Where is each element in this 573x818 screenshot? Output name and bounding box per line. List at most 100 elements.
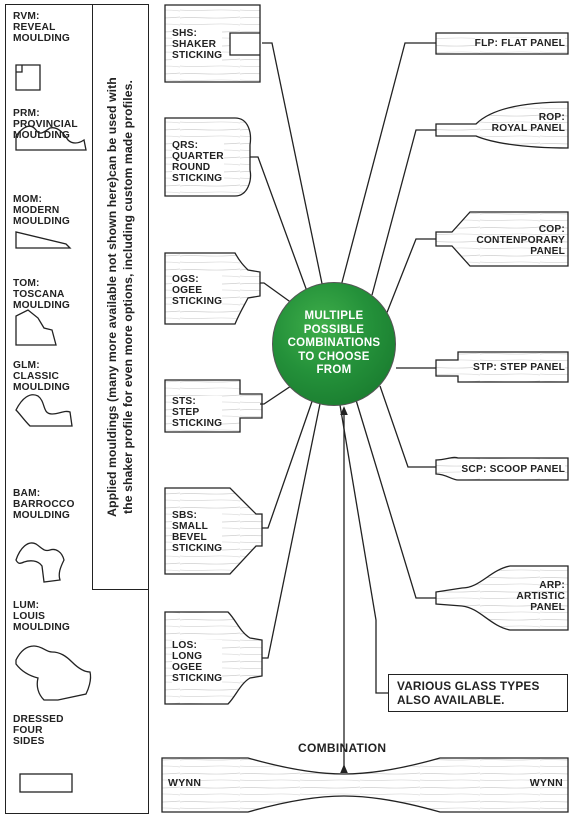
dressed-four-sides-profile	[19, 773, 73, 793]
moulding-name: MOULDING	[13, 33, 71, 44]
moulding-profiles	[15, 64, 92, 793]
moulding-name: SIDES	[13, 736, 45, 747]
applied-mouldings-note-box	[92, 4, 149, 590]
moulding-name: MOULDING	[13, 130, 71, 141]
moulding-name: MODERN	[13, 205, 60, 216]
moulding-name: TOSCANA	[13, 289, 65, 300]
combinations-hub: MULTIPLE POSSIBLE COMBINATIONS TO CHOOSE…	[272, 282, 396, 406]
sticking-code: STS:	[172, 396, 197, 407]
hub-line: POSSIBLE	[303, 323, 365, 336]
hub-text: MULTIPLE POSSIBLE COMBINATIONS TO CHOOSE…	[288, 310, 381, 378]
glass-callout-text: VARIOUS GLASS TYPES ALSO AVAILABLE.	[397, 679, 540, 707]
panel-text: STP: STEP PANEL	[472, 362, 565, 373]
panel-label-flp: FLP: FLAT PANEL	[474, 38, 565, 49]
sticking-name: OGEE	[172, 662, 203, 673]
sticking-name: SMALL	[172, 521, 209, 532]
applied-mouldings-note: Applied mouldings (many more available n…	[104, 17, 136, 577]
panel-text: FLP: FLAT PANEL	[474, 38, 565, 49]
moulding-name: REVEAL	[13, 22, 56, 33]
moulding-code: PRM:	[13, 108, 40, 119]
sticking-name: STICKING	[172, 50, 223, 61]
moulding-code: GLM:	[13, 360, 40, 371]
moulding-name: PROVINCIAL	[13, 119, 78, 130]
glass-line-2: ALSO AVAILABLE.	[397, 693, 505, 707]
moulding-name: MOULDING	[13, 622, 71, 633]
sticking-name: QUARTER	[172, 151, 224, 162]
moulding-code: LUM:	[13, 600, 40, 611]
glass-types-callout: VARIOUS GLASS TYPES ALSO AVAILABLE.	[388, 674, 568, 712]
combination-title: COMBINATION	[298, 741, 387, 755]
moulding-code: BAM:	[13, 488, 41, 499]
panel-text: COP:	[538, 224, 565, 235]
moulding-code: MOM:	[13, 194, 43, 205]
moulding-name: MOULDING	[13, 300, 71, 311]
moulding-name: MOULDING	[13, 216, 71, 227]
note-line-1: Applied mouldings (many more available n…	[105, 77, 119, 517]
sticking-name: STICKING	[172, 296, 223, 307]
moulding-code: TOM:	[13, 278, 40, 289]
hub-line: TO CHOOSE	[298, 350, 370, 363]
panel-text: ROYAL PANEL	[491, 123, 565, 134]
connector-lines	[250, 42, 436, 774]
panel-text: SCP: SCOOP PANEL	[461, 464, 565, 475]
hub-line: FROM	[316, 364, 352, 377]
sticking-code: QRS:	[172, 140, 199, 151]
panel-text: ARP:	[539, 580, 565, 591]
sticking-name: BEVEL	[172, 532, 207, 543]
note-line-2: the shaker profile for even more options…	[121, 80, 135, 514]
moulding-code: DRESSED	[13, 714, 64, 725]
panel-label-scp: SCP: SCOOP PANEL	[461, 464, 565, 475]
barrocco-moulding-profile	[15, 542, 65, 583]
combination-profile	[161, 757, 569, 813]
panel-label-stp: STP: STEP PANEL	[472, 362, 565, 373]
combination-left-label: WYNN	[168, 777, 202, 789]
panel-text: ROP:	[538, 112, 565, 123]
sticking-code: LOS:	[172, 640, 198, 651]
sticking-name: STICKING	[172, 673, 223, 684]
reveal-moulding-profile	[15, 64, 41, 91]
sticking-name: LONG	[172, 651, 203, 662]
glass-line-1: VARIOUS GLASS TYPES	[397, 679, 540, 693]
combination-right-label: WYNN	[529, 777, 563, 789]
sticking-name: STICKING	[172, 543, 223, 554]
sticking-code: SHS:	[172, 28, 198, 39]
sticking-name: STICKING	[172, 418, 223, 429]
panel-profiles	[435, 32, 569, 631]
contenporary-panel-profile	[435, 211, 569, 267]
panel-text: PANEL	[530, 602, 565, 613]
toscana-moulding-profile	[15, 309, 57, 346]
louis-moulding-profile	[15, 645, 92, 701]
royal-panel-profile	[435, 101, 569, 149]
modern-moulding-profile	[15, 231, 72, 249]
provincial-moulding-profile	[15, 125, 87, 151]
moulding-name: MOULDING	[13, 382, 71, 393]
moulding-name: MOULDING	[13, 510, 71, 521]
moulding-name: FOUR	[13, 725, 43, 736]
sticking-name: ROUND	[172, 162, 211, 173]
sticking-code: OGS:	[172, 274, 199, 285]
sticking-profiles	[164, 4, 263, 705]
sticking-name: STICKING	[172, 173, 223, 184]
sticking-name: SHAKER	[172, 39, 217, 50]
panel-text: ARTISTIC	[516, 591, 565, 602]
classic-moulding-profile	[15, 394, 73, 427]
hub-line: MULTIPLE	[304, 310, 364, 323]
hub-line: COMBINATIONS	[287, 337, 381, 350]
moulding-name: CLASSIC	[13, 371, 60, 382]
